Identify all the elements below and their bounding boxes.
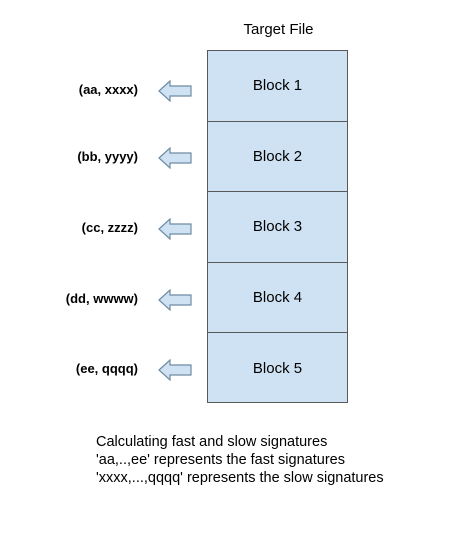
left-arrow-icon bbox=[158, 147, 192, 169]
block-4: Block 4 bbox=[208, 263, 347, 334]
caption-line: 'aa,..,ee' represents the fast signature… bbox=[96, 452, 345, 468]
signature-label: (ee, qqqq) bbox=[75, 361, 138, 376]
block-3: Block 3 bbox=[208, 192, 347, 263]
left-arrow-icon bbox=[158, 289, 192, 311]
block-label: Block 5 bbox=[252, 360, 303, 378]
signature-label: (dd, wwww) bbox=[65, 291, 138, 306]
block-5: Block 5 bbox=[208, 333, 347, 404]
left-arrow-icon bbox=[158, 80, 192, 102]
target-file-title: Target File bbox=[243, 21, 314, 38]
signature-row-3: (cc, zzzz) bbox=[0, 214, 200, 244]
target-file: Block 1 Block 2 Block 3 Block 4 Block 5 bbox=[207, 50, 348, 403]
signature-row-5: (ee, qqqq) bbox=[0, 355, 200, 385]
block-label: Block 4 bbox=[252, 289, 303, 307]
block-label: Block 2 bbox=[252, 147, 303, 165]
block-2: Block 2 bbox=[208, 122, 347, 193]
block-label: Block 3 bbox=[252, 218, 303, 236]
left-arrow-icon bbox=[158, 359, 192, 381]
signature-label: (bb, yyyy) bbox=[77, 149, 138, 164]
block-label: Block 1 bbox=[252, 77, 303, 95]
left-arrow-icon bbox=[158, 218, 192, 240]
signature-row-1: (aa, xxxx) bbox=[0, 76, 200, 106]
signature-label: (aa, xxxx) bbox=[78, 82, 138, 97]
caption-notes: Calculating fast and slow signatures 'aa… bbox=[96, 433, 384, 487]
signature-row-2: (bb, yyyy) bbox=[0, 143, 200, 173]
signature-row-4: (dd, wwww) bbox=[0, 285, 200, 315]
caption-line: 'xxxx,...,qqqq' represents the slow sign… bbox=[96, 470, 384, 486]
signature-label: (cc, zzzz) bbox=[81, 220, 138, 235]
block-1: Block 1 bbox=[208, 51, 347, 122]
caption-line: Calculating fast and slow signatures bbox=[96, 434, 328, 450]
